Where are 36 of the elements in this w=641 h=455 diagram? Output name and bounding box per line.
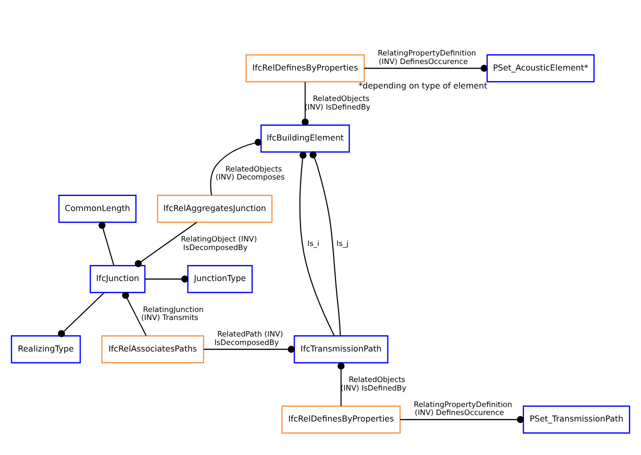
connector [98, 222, 114, 266]
edge-label: Is_j [336, 238, 348, 248]
node-box: RealizingType [10, 335, 81, 364]
connector [400, 416, 524, 424]
edge-label: RelatedPath (INV) IsDecomposedBy [214, 330, 284, 347]
connector [58, 292, 104, 338]
connector [302, 82, 309, 126]
node-box: PSet_AcousticElement* [486, 54, 595, 82]
node-box: IfcRelDefinesByProperties [246, 54, 365, 82]
connector [204, 346, 295, 353]
node-box: IfcRelAggregatesJunction [156, 194, 273, 223]
node-box: PSet_TransmissionPath [522, 406, 630, 434]
connector [310, 151, 341, 336]
node-box: CommonLength [58, 194, 137, 223]
edge-label: RelatedObjects (INV) Decomposes [216, 164, 285, 182]
connector [299, 152, 335, 336]
edge-label: RelatedObjects (INV) IsDefinedBy [304, 94, 370, 112]
connector [364, 64, 488, 72]
edge-label: RelatingPropertyDefinition (INV) DefinesOccurence [378, 48, 476, 66]
edge-label: RelatingJunction (INV) Transmits [141, 304, 204, 322]
node-box: IfcRelDefinesByProperties [281, 406, 401, 434]
connector [210, 138, 262, 196]
node-box: IfcJunction [90, 265, 146, 294]
node-label: *depending on type of element [358, 80, 488, 90]
node-box: IfcTransmissionPath [294, 335, 388, 364]
connector [134, 222, 198, 268]
edge-label: RelatingObject (INV) IsDecomposedBy [180, 234, 257, 252]
edge-label: Is_i [307, 238, 320, 248]
node-box: IfcBuildingElement [260, 124, 350, 153]
edge-label: RelatingPropertyDefinition (INV) DefinesOccurence [414, 400, 512, 418]
node-box: IfcRelAssociatesPaths [101, 335, 204, 364]
connector [145, 276, 188, 283]
connector [338, 362, 345, 406]
node-box: JunctionType [187, 265, 253, 294]
connector [122, 292, 147, 336]
edge-label: RelatedObjects (INV) IsDefinedBy [340, 375, 406, 392]
